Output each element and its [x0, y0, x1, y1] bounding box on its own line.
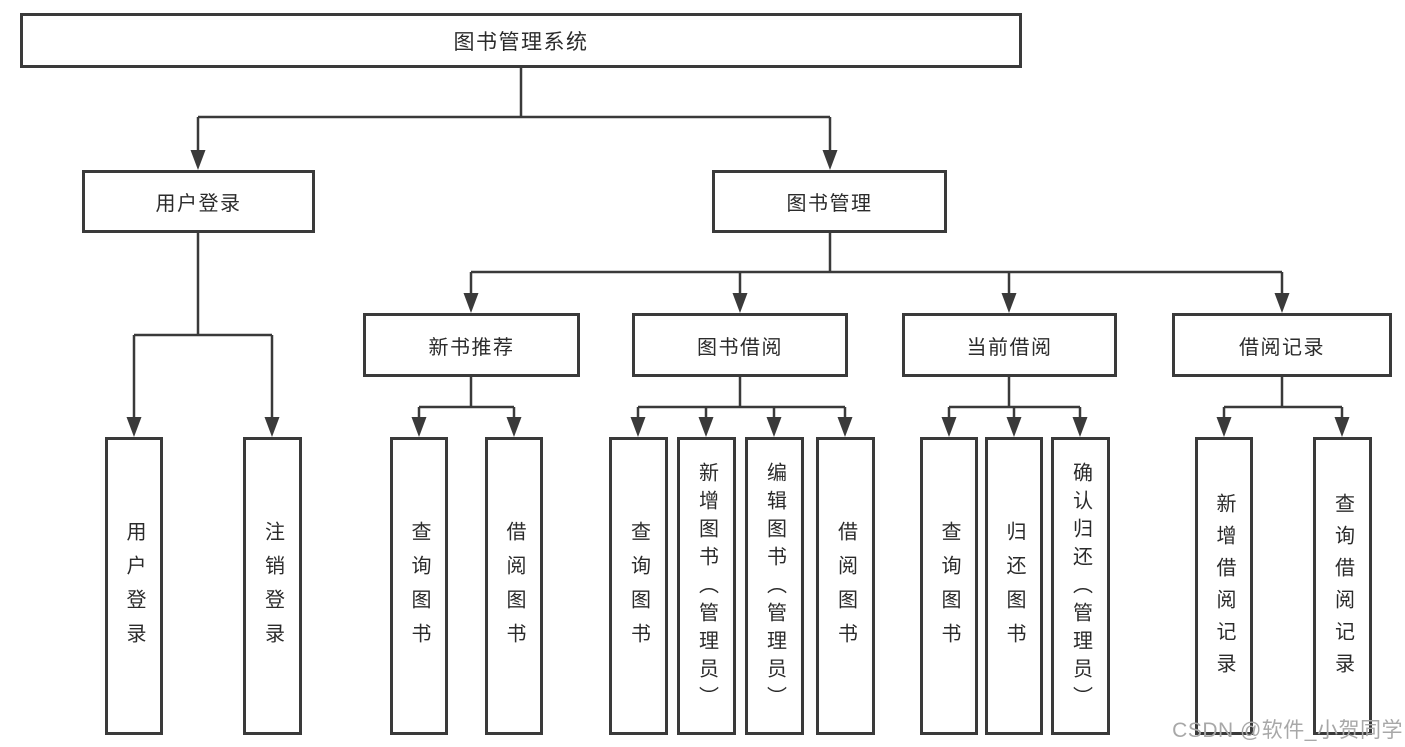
leaf-user-login: 用户登录 [105, 437, 163, 735]
node-book-borrowing: 图书借阅 [632, 313, 848, 377]
leaf-add-borrow-record: 新增借阅记录 [1195, 437, 1253, 735]
watermark-csdn: CSDN @软件_小贺同学 [1172, 719, 1403, 742]
connector-new-book-children [417, 377, 516, 420]
leaf-edit-books-admin: 编辑图书（管理员） [745, 437, 804, 735]
leaf-query-borrow-record: 查询借阅记录 [1313, 437, 1372, 735]
node-current-borrowing: 当前借阅 [902, 313, 1117, 377]
connector-book-management-children [469, 233, 1284, 295]
leaf-logout-login: 注销登录 [243, 437, 302, 735]
leaf-return-books: 归还图书 [985, 437, 1043, 735]
node-user-login: 用户登录 [82, 170, 315, 233]
leaf-borrow-books-recommend: 借阅图书 [485, 437, 543, 735]
leaf-query-books-borrowing: 查询图书 [609, 437, 668, 735]
connector-root-to-level2 [196, 68, 832, 152]
node-book-management: 图书管理 [712, 170, 947, 233]
leaf-add-books-admin: 新增图书（管理员） [677, 437, 736, 735]
node-borrowing-records: 借阅记录 [1172, 313, 1392, 377]
connector-book-borrowing-children [636, 377, 847, 420]
connector-borrow-records-children [1222, 377, 1344, 420]
leaf-query-books-recommend: 查询图书 [390, 437, 448, 735]
leaf-confirm-return-admin: 确认归还（管理员） [1051, 437, 1110, 735]
connector-user-login-children [132, 233, 274, 419]
leaf-query-books-current: 查询图书 [920, 437, 978, 735]
node-library-system: 图书管理系统 [20, 13, 1022, 68]
arrowheads [126, 150, 1350, 437]
node-new-book-recommendation: 新书推荐 [363, 313, 580, 377]
connector-current-borrowing-children [947, 377, 1082, 420]
leaf-borrow-books-borrowing: 借阅图书 [816, 437, 875, 735]
